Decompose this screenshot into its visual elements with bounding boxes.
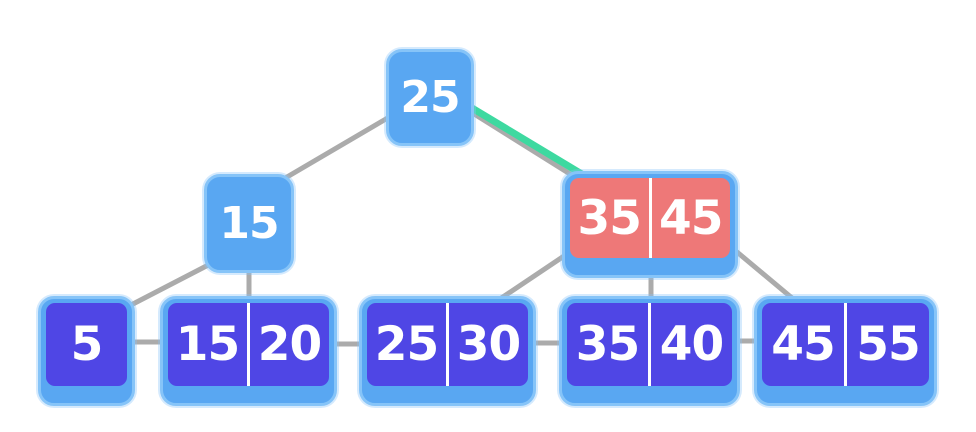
cell-divider: [844, 303, 847, 386]
edge-root-to-15: [284, 113, 394, 180]
node-key: 55: [856, 317, 920, 372]
node-key: 5: [70, 317, 104, 372]
node-key: 25: [400, 72, 460, 123]
tree-node-15: 15: [204, 174, 294, 273]
edge-35-45-to-leaf-45-55: [734, 249, 801, 306]
edge-15-to-leaf-5: [128, 258, 219, 308]
edge-root-to-35-45: [468, 109, 589, 187]
tree-node-35-45-overflow: 35 45: [562, 171, 738, 278]
node-key: 35: [577, 190, 642, 246]
node-key: 45: [659, 190, 723, 246]
cell-divider: [648, 178, 652, 258]
node-key: 30: [456, 317, 521, 372]
node-key: 15: [219, 198, 279, 249]
edge-root-to-35-45-highlight: [463, 101, 599, 186]
leaf-node-5: 5: [38, 296, 135, 406]
node-key: 35: [575, 317, 640, 372]
cell-divider: [648, 303, 651, 386]
edge-35-45-to-leaf-25-30: [491, 253, 567, 306]
leaf-node-25-30: 25 30: [359, 296, 536, 406]
cell-divider: [247, 303, 250, 386]
node-key: 25: [374, 317, 439, 372]
leaf-node-15-20: 15 20: [160, 296, 337, 406]
node-key: 40: [659, 317, 724, 372]
cell-divider: [446, 303, 449, 386]
node-key: 20: [257, 317, 322, 372]
node-key: 45: [771, 317, 835, 372]
node-key: 15: [175, 317, 240, 372]
tree-node-25: 25: [386, 49, 474, 146]
leaf-node-35-40: 35 40: [559, 296, 740, 406]
leaf-node-45-55: 45 55: [754, 296, 937, 406]
